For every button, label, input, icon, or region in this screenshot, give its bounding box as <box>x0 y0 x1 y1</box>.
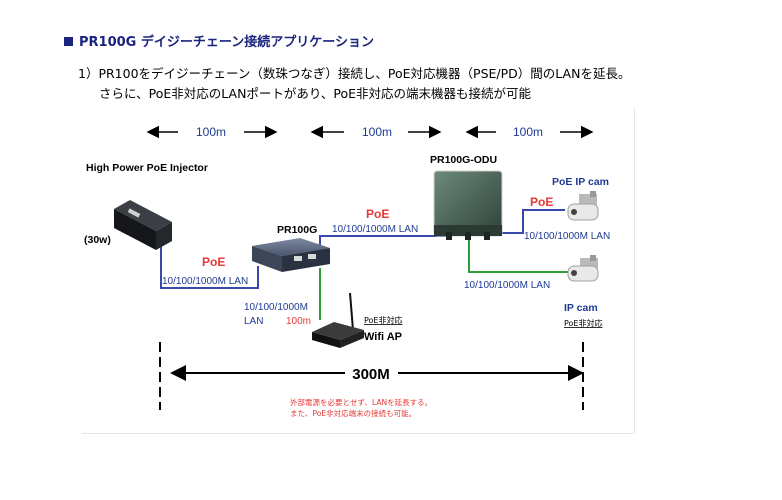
poe-cable-injector-to-pr100g <box>160 242 259 289</box>
lan-speed-label-2: 10/100/1000M LAN <box>332 224 418 235</box>
wifi-ap-distance-label: 100m <box>286 316 311 327</box>
title-bullet-icon <box>64 37 73 46</box>
distance-arrow-2: 100m <box>310 125 442 139</box>
diagram-canvas: 100m 100m 100m High Power PoE Injector (… <box>84 125 610 410</box>
ip-camera <box>567 255 599 282</box>
wifi-ap-sub-label: PoE非対応 <box>364 315 403 325</box>
distance-arrow-1: 100m <box>146 125 278 139</box>
distance-label-1: 100m <box>196 125 226 139</box>
injector-watt-label: (30w) <box>84 234 111 246</box>
lan-speed-label-1: 10/100/1000M LAN <box>162 276 248 287</box>
lan-word-label: LAN <box>244 316 263 327</box>
poe-tag-3: PoE <box>530 195 553 209</box>
distance-label-2: 100m <box>362 125 392 139</box>
wifi-ap-label: Wifi AP <box>364 331 402 343</box>
poe-injector-device <box>114 200 172 250</box>
lan-speed-label-4: 10/100/1000M LAN <box>464 280 550 291</box>
daisy-chain-diagram: 100m 100m 100m High Power PoE Injector (… <box>82 108 635 434</box>
page-title-text: PR100G デイジーチェーン接続アプリケーション <box>79 35 374 50</box>
lan-speed-label-3: 10/100/1000M LAN <box>524 231 610 242</box>
total-distance-label: 300M <box>352 366 390 383</box>
ip-cam-sub-label: PoE非対応 <box>564 318 603 328</box>
description-line-1: 1）PR100をデイジーチェーン（数珠つなぎ）接続し、PoE対応機器（PSE/P… <box>78 66 631 81</box>
injector-label: High Power PoE Injector <box>86 162 208 174</box>
poe-tag-1: PoE <box>202 255 225 269</box>
note-line-2: また、PoE非対応端末の接続も可能。 <box>290 409 417 418</box>
odu-label: PR100G-ODU <box>430 154 497 166</box>
poe-ip-cam-label: PoE IP cam <box>552 176 609 188</box>
pr100g-odu-device <box>433 170 503 240</box>
ip-cam-label: IP cam <box>564 302 598 314</box>
note-line-1: 外部電源を必要とせず、LANを延長する。 <box>290 398 433 407</box>
pr100g-device <box>252 238 330 272</box>
description-line-2: さらに、PoE非対応のLANポートがあり、PoE非対応の端末機器も接続が可能 <box>99 86 532 101</box>
poe-tag-2: PoE <box>366 207 389 221</box>
lan-speed-label-5: 10/100/1000M <box>244 302 308 313</box>
distance-arrow-3: 100m <box>465 125 594 139</box>
distance-label-3: 100m <box>513 125 543 139</box>
lan-cable-odu-to-ip-cam <box>468 238 570 273</box>
poe-ip-camera <box>567 191 599 221</box>
pr100g-label: PR100G <box>277 224 317 236</box>
wifi-ap-device <box>312 292 364 348</box>
diagram-note: 外部電源を必要とせず、LANを延長する。 また、PoE非対応端末の接続も可能。 <box>290 397 432 419</box>
page-title: PR100G デイジーチェーン接続アプリケーション <box>64 31 374 50</box>
poe-cable-odu-to-poe-cam <box>490 209 565 234</box>
